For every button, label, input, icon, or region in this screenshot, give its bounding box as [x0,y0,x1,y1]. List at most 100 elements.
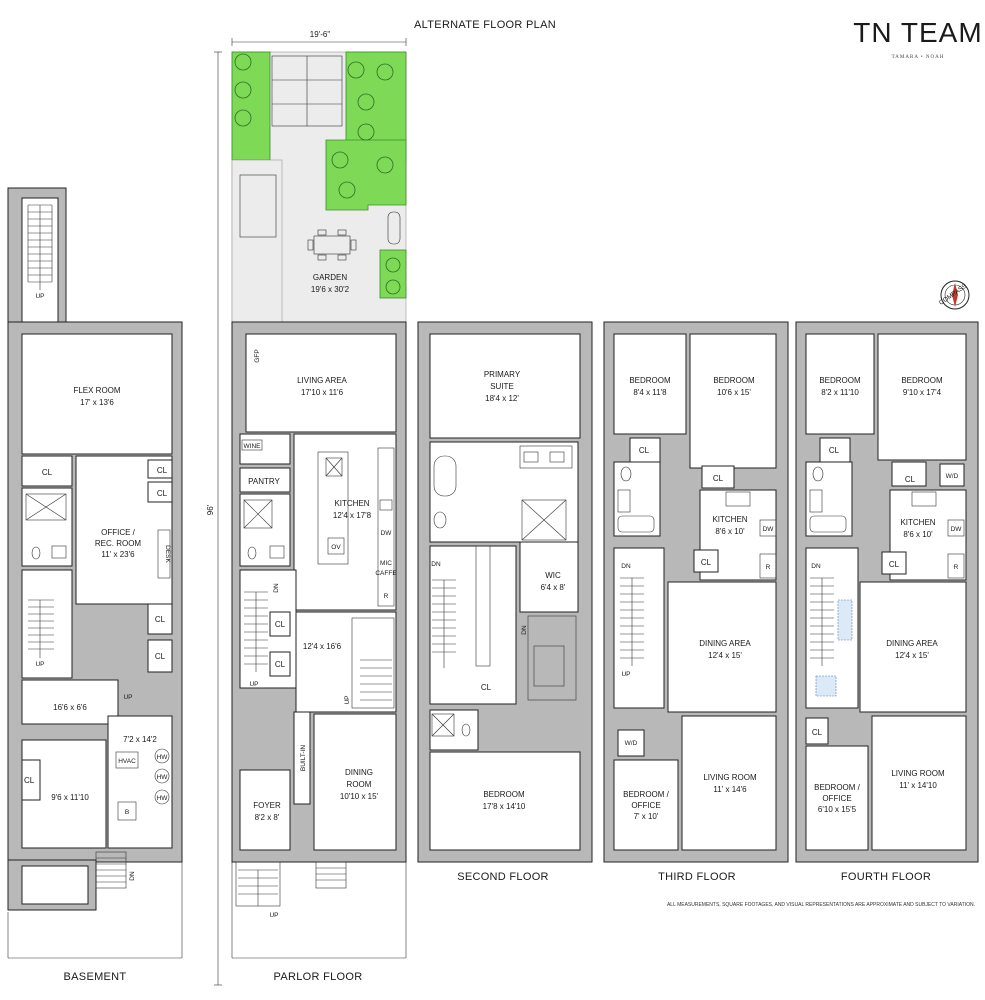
garden-label: GARDEN [313,273,347,282]
svg-text:OFFICE: OFFICE [631,801,660,810]
svg-text:8'6 x 10': 8'6 x 10' [715,527,745,536]
svg-text:BEDROOM /: BEDROOM / [623,790,670,799]
svg-text:6'10 x 15'5: 6'10 x 15'5 [818,805,857,814]
svg-text:DN: DN [431,561,441,568]
svg-text:9'6 x 11'10: 9'6 x 11'10 [51,793,89,802]
svg-text:DN: DN [129,871,136,881]
svg-text:WIC: WIC [545,571,561,580]
svg-text:CL: CL [812,728,823,737]
svg-text:DN: DN [521,625,528,635]
svg-text:UP: UP [35,293,44,300]
svg-text:7'2 x 14'2: 7'2 x 14'2 [123,735,157,744]
svg-text:DINING: DINING [345,768,373,777]
svg-text:CL: CL [24,776,35,785]
svg-text:7' x 10': 7' x 10' [634,812,659,821]
svg-text:R: R [766,564,771,571]
svg-text:B: B [125,809,129,816]
brand-logo: TN TEAM [853,17,982,48]
svg-text:DN: DN [621,563,631,570]
svg-text:HW: HW [157,795,169,802]
disclaimer-text: ALL MEASUREMENTS, SQUARE FOOTAGES, AND V… [667,902,975,908]
second-floor-plan: PRIMARY SUITE 18'4 x 12' WIC 6'4 x 8' DN [417,321,593,863]
svg-text:CL: CL [713,474,724,483]
svg-text:CL: CL [42,468,53,477]
svg-text:REC. ROOM: REC. ROOM [95,539,142,548]
svg-text:CL: CL [155,615,166,624]
svg-text:11' x 14'6: 11' x 14'6 [713,785,747,794]
svg-text:12'4 x 17'8: 12'4 x 17'8 [333,511,372,520]
svg-text:OFFICE: OFFICE [822,794,851,803]
svg-text:HVAC: HVAC [118,758,136,765]
svg-text:KITCHEN: KITCHEN [334,499,369,508]
svg-text:DW: DW [951,526,963,533]
third-floor-title: THIRD FLOOR [658,871,736,883]
basement-plan: UP FLEX ROOM 17' x 13'6 CL OFFICE / REC.… [7,187,183,959]
compass-icon: COMPASS [938,280,970,310]
svg-text:UP: UP [621,671,630,678]
flex-room-label: FLEX ROOM [73,386,120,395]
svg-text:CL: CL [275,660,286,669]
depth-dimension-label: 96' [206,504,215,515]
svg-text:10'10 x 15': 10'10 x 15' [340,792,379,801]
parlor-floor-plan: GARDEN 19'6 x 30'2 LIVING AREA 17'10 x 1… [231,51,407,959]
brand-subtitle: TAMARA • NOAH [892,55,945,60]
svg-text:CL: CL [829,446,840,455]
svg-text:UP: UP [269,912,278,919]
garden-size: 19'6 x 30'2 [311,285,350,294]
svg-text:18'4 x 12': 18'4 x 12' [485,394,519,403]
svg-text:BEDROOM: BEDROOM [901,376,943,385]
svg-text:CAFFE: CAFFE [375,570,397,577]
svg-text:11' x 23'6: 11' x 23'6 [101,550,135,559]
svg-text:R: R [384,593,389,600]
svg-text:10'6 x 15': 10'6 x 15' [717,388,751,397]
svg-text:17'8 x 14'10: 17'8 x 14'10 [483,802,526,811]
svg-text:12'4 x 15': 12'4 x 15' [708,651,742,660]
svg-text:6'4 x 8': 6'4 x 8' [541,583,566,592]
plan-title: ALTERNATE FLOOR PLAN [414,19,556,31]
svg-text:WINE: WINE [244,443,262,450]
svg-text:CL: CL [155,652,166,661]
svg-text:UP: UP [344,695,351,704]
svg-text:12'4 x 16'6: 12'4 x 16'6 [303,642,342,651]
svg-text:CL: CL [889,560,900,569]
svg-text:FOYER: FOYER [253,801,281,810]
fourth-floor-title: FOURTH FLOOR [841,871,931,883]
svg-text:BEDROOM: BEDROOM [819,376,861,385]
svg-text:PANTRY: PANTRY [248,477,280,486]
svg-text:CL: CL [639,446,650,455]
svg-text:CL: CL [905,475,916,484]
svg-text:DINING AREA: DINING AREA [699,639,751,648]
svg-text:HW: HW [157,774,169,781]
svg-text:ROOM: ROOM [347,780,372,789]
svg-text:DINING AREA: DINING AREA [886,639,938,648]
svg-text:PRIMARY: PRIMARY [484,370,521,379]
svg-text:CL: CL [701,558,712,567]
svg-text:8'4 x 11'8: 8'4 x 11'8 [633,388,667,397]
flex-room-size: 17' x 13'6 [80,398,114,407]
svg-text:11' x 14'10: 11' x 14'10 [899,781,937,790]
svg-text:HW: HW [157,754,169,761]
svg-text:LIVING ROOM: LIVING ROOM [891,769,945,778]
svg-text:8'6 x 10': 8'6 x 10' [903,530,933,539]
svg-text:OV: OV [331,544,341,551]
second-floor-title: SECOND FLOOR [457,871,549,883]
svg-text:KITCHEN: KITCHEN [712,515,747,524]
svg-text:KITCHEN: KITCHEN [900,518,935,527]
svg-text:UP: UP [35,661,44,668]
svg-text:MIC: MIC [380,560,392,567]
svg-text:R: R [954,564,959,571]
svg-text:DW: DW [381,530,393,537]
parlor-title: PARLOR FLOOR [274,971,363,983]
svg-text:12'4 x 15': 12'4 x 15' [895,651,929,660]
svg-text:LIVING AREA: LIVING AREA [297,376,347,385]
svg-text:LIVING ROOM: LIVING ROOM [703,773,757,782]
svg-text:16'6 x 6'6: 16'6 x 6'6 [53,703,87,712]
basement-title: BASEMENT [64,971,127,983]
svg-text:SUITE: SUITE [490,382,514,391]
svg-text:9'10 x 17'4: 9'10 x 17'4 [903,388,942,397]
svg-text:W/D: W/D [625,740,638,747]
svg-text:UP: UP [249,681,258,688]
svg-text:BEDROOM: BEDROOM [483,790,525,799]
garden-planting [231,51,271,161]
svg-text:CL: CL [481,683,492,692]
